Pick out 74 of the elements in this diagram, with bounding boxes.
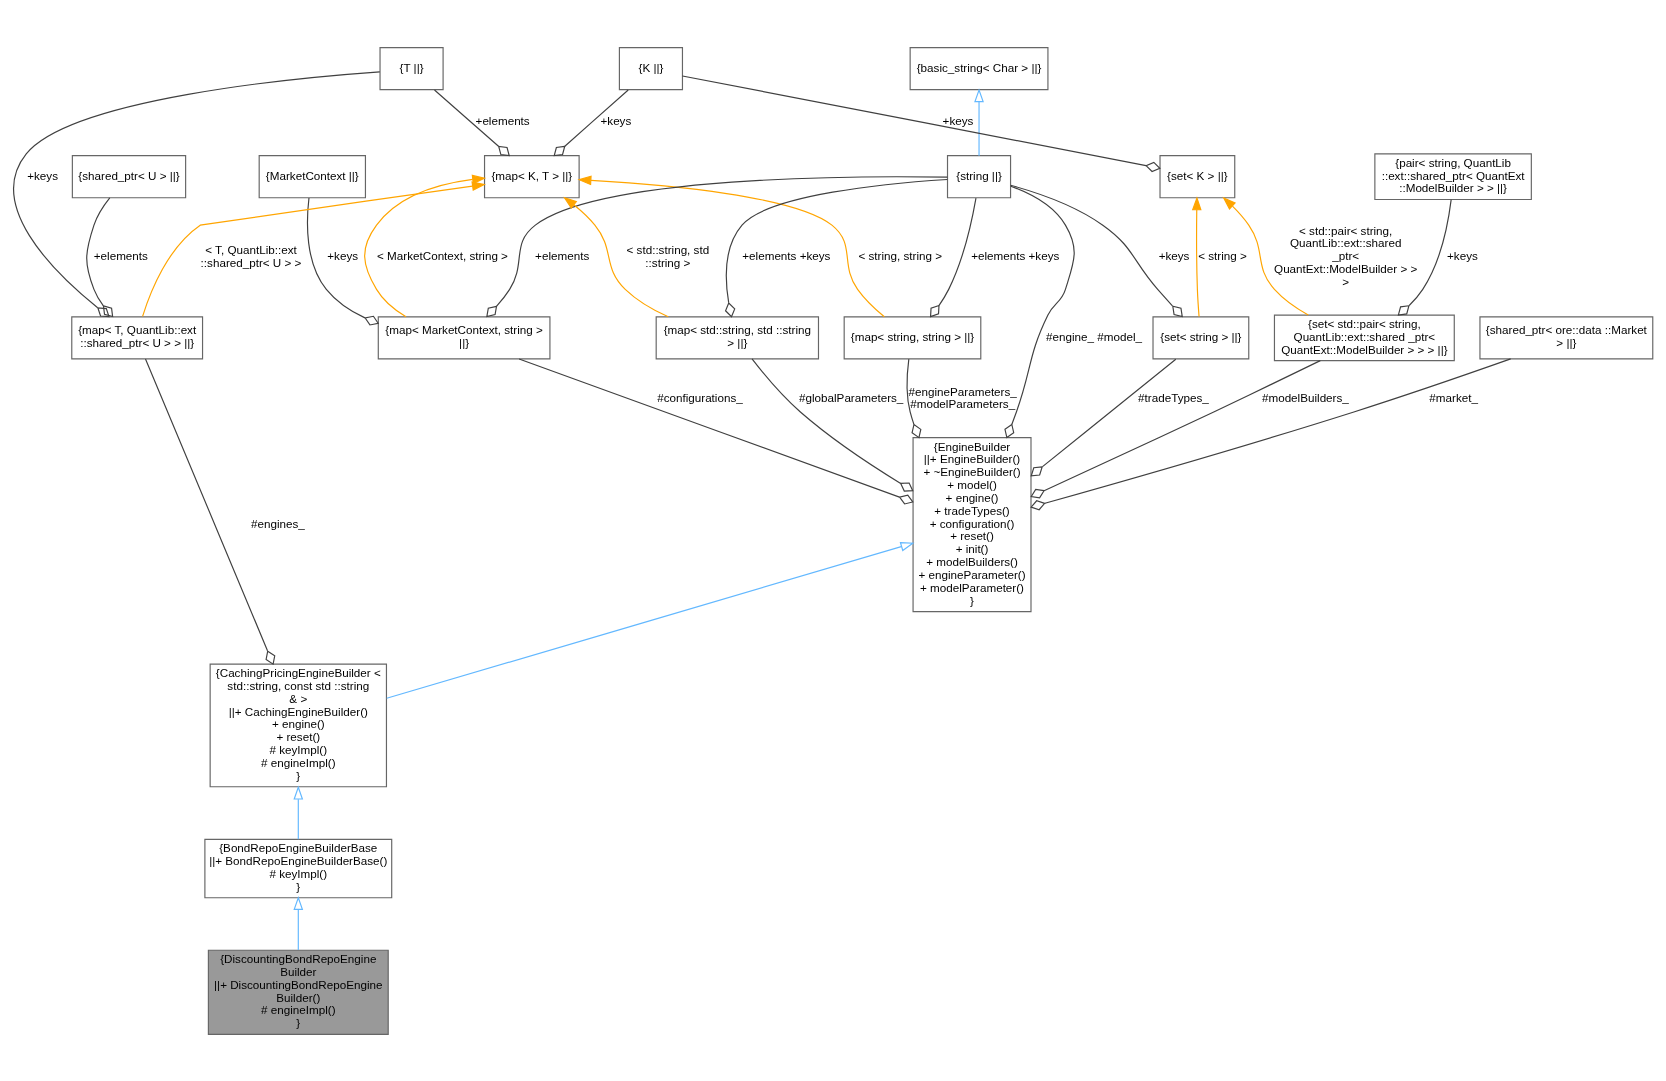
node-box: {basic_string< Char > ||} <box>909 46 1049 90</box>
arrow <box>1222 196 1309 316</box>
edge-label: +keys <box>600 113 632 127</box>
edge-label: +elements <box>475 113 530 127</box>
node-box: {map< K, T > ||} <box>483 154 580 198</box>
node-box: {set< string > ||} <box>1152 315 1250 359</box>
connector <box>86 196 114 317</box>
edge-label: < std::pair< string, QuantLib::ext::shared _ptr< QuantExt::ModelBuilder > > > <box>1274 222 1418 288</box>
edge-label: #engineParameters_ #modelParameters_ <box>908 384 1017 410</box>
connector <box>1030 357 1512 510</box>
edge-label: +keys <box>1447 248 1478 262</box>
connector <box>306 196 380 326</box>
node-box: {string ||} <box>946 154 1012 198</box>
edge-label: +keys <box>27 168 58 182</box>
edge-label: #engines_ <box>250 516 305 530</box>
arrow <box>386 541 915 699</box>
connector <box>724 178 948 318</box>
node-box: {MarketContext ||} <box>258 154 367 198</box>
node-box: {map< string, string > ||} <box>843 315 982 359</box>
edge-label: #engine_ #model_ <box>1046 329 1143 343</box>
edge-label: < MarketContext, string > <box>377 248 508 262</box>
connector <box>1010 184 1183 317</box>
edge-label: +keys <box>942 113 974 127</box>
edge-label: < string, string > <box>858 248 943 262</box>
node-box: {CachingPricingEngineBuilder < std::string, const std ::string & > ||+ CachingEngineBuilder() + engine() + reset() # keyImpl() # engineImpl() } <box>209 663 388 787</box>
node-box: {K ||} <box>618 46 684 90</box>
node-box: {set< K > ||} <box>1159 154 1236 198</box>
edge-label: < T, QuantLib::ext ::shared_ptr< U > > <box>200 242 302 269</box>
connector <box>1030 359 1321 498</box>
edge-label: #tradeTypes_ <box>1138 390 1209 404</box>
edge-label: +keys <box>1158 248 1190 262</box>
connector <box>906 358 922 439</box>
connector <box>144 357 276 665</box>
edge-label: +keys <box>327 248 359 262</box>
arrow <box>364 174 487 317</box>
arrow <box>293 895 304 951</box>
connector <box>1004 185 1075 439</box>
edge-label: +elements +keys <box>971 248 1060 262</box>
arrow <box>1191 195 1202 317</box>
edge-label: < string > <box>1198 248 1247 262</box>
connector <box>13 70 381 317</box>
node-box: {shared_ptr< U > ||} <box>71 154 187 198</box>
connector <box>518 357 914 505</box>
connector <box>486 175 949 317</box>
connector <box>553 88 629 156</box>
edge-label: < std::string, std ::string > <box>626 242 710 269</box>
node-box: {map< std::string, std ::string > ||} <box>655 315 820 359</box>
node-box: {pair< string, QuantLib ::ext::shared_ptr< QuantExt ::ModelBuilder > > ||} <box>1374 152 1532 200</box>
node-box: {shared_ptr< ore::data ::Market > ||} <box>1479 315 1654 359</box>
arrow <box>293 785 304 840</box>
node-box: {BondRepoEngineBuilderBase ||+ BondRepoEngineBuilderBase() # keyImpl() } <box>204 838 393 898</box>
node-box: {set< std::pair< string, QuantLib::ext::shared _ptr< QuantExt::ModelBuilder > > > ||} <box>1273 313 1455 361</box>
edge-label: #globalParameters_ <box>799 390 904 404</box>
edge-label: +elements <box>93 248 148 262</box>
node-box: {EngineBuilder ||+ EngineBuilder() + ~EngineBuilder() + model() + engine() + tradeTypes() + configuration() + reset() + init() + modelBuilders() + engineParameter() + modelParameter() } <box>912 436 1032 612</box>
edge-label: #market_ <box>1429 390 1478 404</box>
arrow <box>563 196 669 317</box>
edge-label: +elements +keys <box>742 248 831 262</box>
node-box: {T ||} <box>379 46 444 90</box>
connector <box>681 74 1161 172</box>
edge-label: #configurations_ <box>657 390 743 404</box>
connector <box>1030 358 1177 476</box>
node-box: {map< T, QuantLib::ext ::shared_ptr< U > > ||} <box>71 315 204 359</box>
arrow <box>577 174 885 317</box>
connector <box>751 357 914 492</box>
arrow <box>974 87 984 156</box>
node-box: {map< MarketContext, string > ||} <box>377 315 551 359</box>
connector <box>929 196 977 317</box>
connector <box>433 88 510 156</box>
connector <box>1397 198 1452 316</box>
arrow <box>142 180 486 317</box>
edge-label: #modelBuilders_ <box>1261 390 1349 404</box>
node-box: {DiscountingBondRepoEngine Builder ||+ DiscountingBondRepoEngine Builder() # engineImpl() } <box>207 949 389 1035</box>
edge-label: +elements <box>535 248 590 262</box>
